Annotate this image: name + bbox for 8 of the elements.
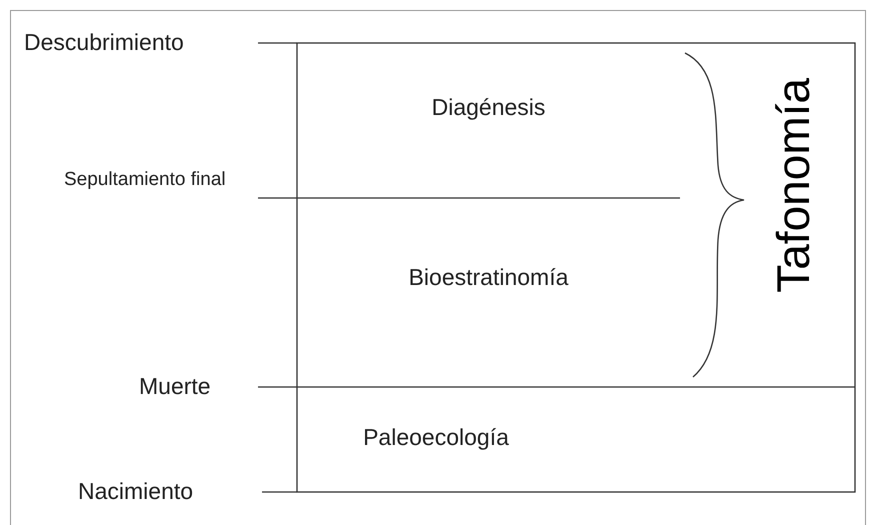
time-marker-label: Sepultamiento final	[64, 169, 227, 192]
band-label: Paleoecología	[363, 424, 509, 451]
bracket-label: Tafonomía	[770, 78, 816, 293]
time-marker-label: Muerte	[139, 373, 211, 401]
band-label: Diagénesis	[432, 94, 546, 121]
time-marker-label: Descubrimiento	[24, 29, 184, 57]
band-label: Bioestratinomía	[408, 264, 568, 291]
time-marker-label: Nacimiento	[78, 478, 194, 506]
